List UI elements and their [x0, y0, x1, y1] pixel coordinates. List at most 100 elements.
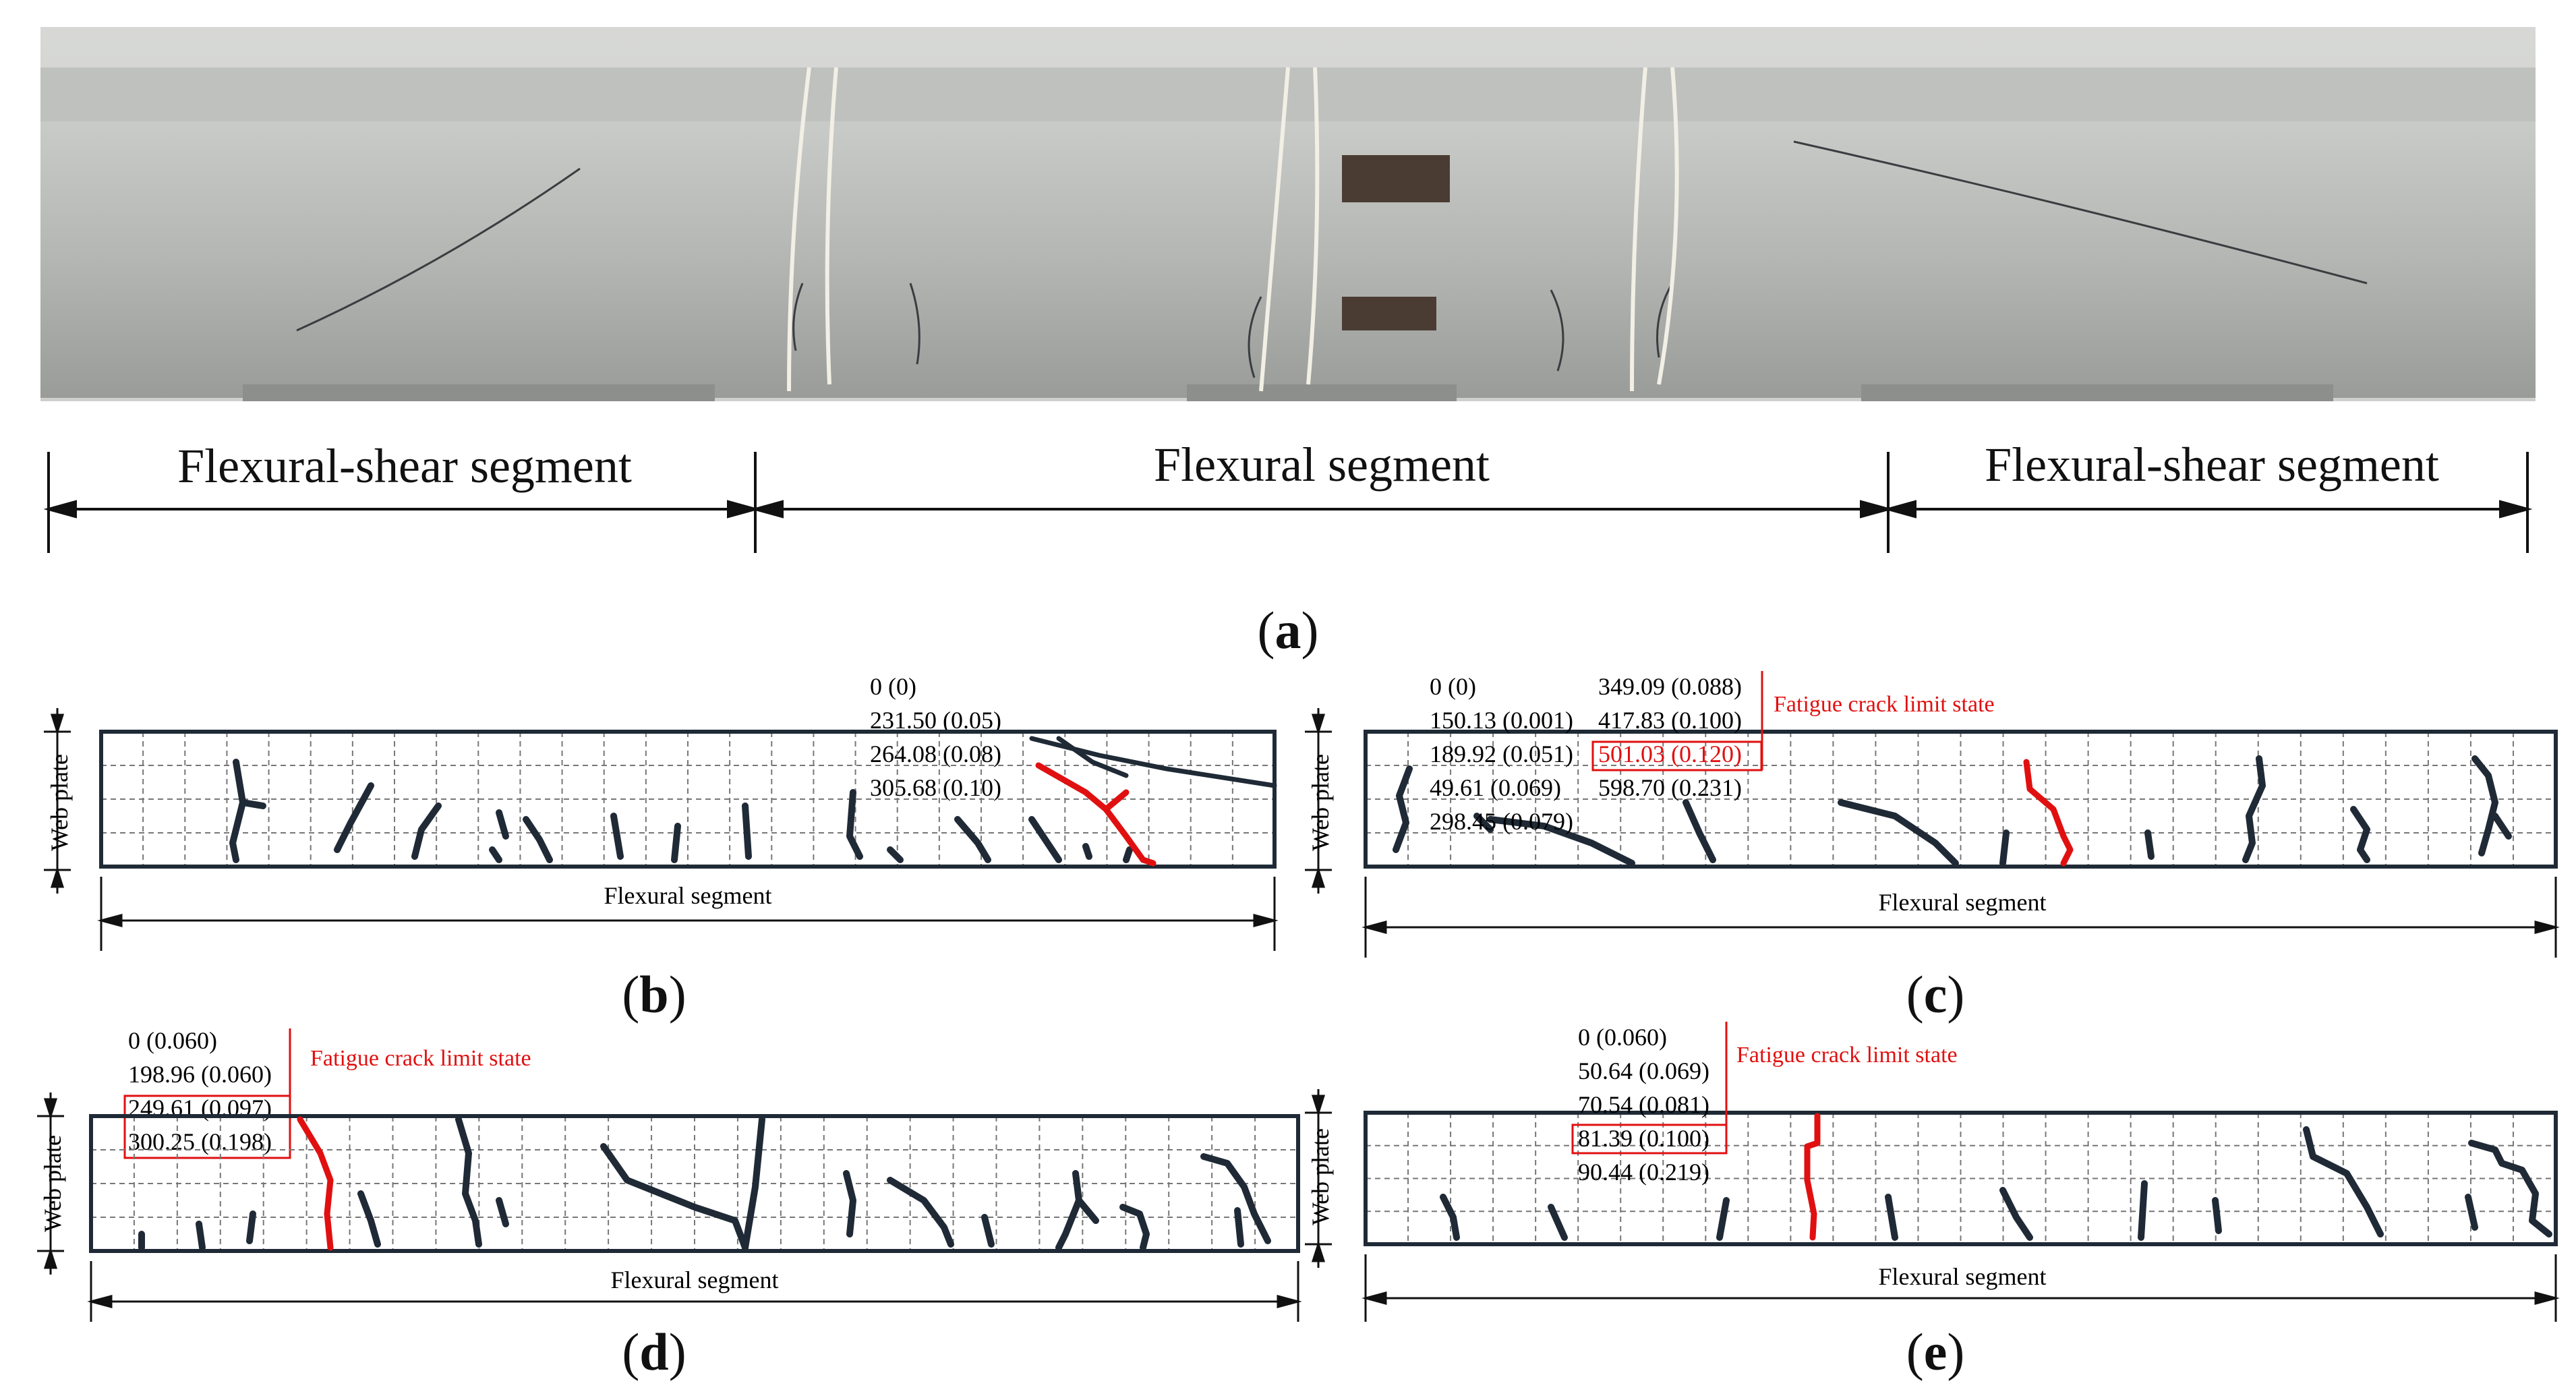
beam-frame — [89, 1114, 1300, 1253]
crack — [1999, 829, 2010, 867]
crack — [742, 803, 752, 860]
web-plate-label: Web plate — [1307, 1128, 1334, 1225]
crack — [1548, 1204, 1568, 1241]
cracks — [138, 1116, 1271, 1251]
load-value: 70.54 (0.081) — [1578, 1091, 1709, 1118]
grid — [1366, 1113, 2556, 1244]
crack — [1885, 1194, 1898, 1241]
flexural-segment-label: Flexural segment — [604, 882, 772, 909]
grid — [101, 732, 1275, 867]
beam-frame — [1364, 730, 2558, 869]
limit-crack — [1035, 762, 1157, 867]
crack — [843, 1170, 856, 1237]
web-plate-dimension — [1305, 708, 1332, 894]
flexural-segment-label: Flexural segment — [611, 1266, 779, 1293]
limit-crack — [1804, 1113, 1821, 1241]
crack — [1473, 813, 1494, 833]
crack — [671, 823, 681, 863]
limit-crack — [2023, 759, 2074, 867]
load-value: 231.50 (0.05) — [870, 707, 1001, 734]
crack — [239, 799, 266, 809]
load-value: 198.96 (0.060) — [128, 1061, 272, 1088]
crack — [1234, 1207, 1244, 1248]
crack — [981, 1214, 995, 1248]
load-list-right: 349.09 (0.088) 417.83 (0.100) 501.03 (0.… — [1598, 673, 1742, 801]
cracks — [1440, 1126, 2552, 1241]
load-value: 305.68 (0.10) — [870, 774, 1001, 801]
segment-label-left: Flexural-shear segment — [177, 439, 632, 493]
crack — [1487, 816, 1635, 867]
span-dimension — [87, 1261, 1301, 1322]
segment-dimension-lines — [43, 452, 2533, 553]
crack — [954, 816, 991, 863]
caption-b: (b) — [622, 965, 686, 1024]
span-dimension — [1362, 877, 2560, 958]
grid — [91, 1116, 1298, 1251]
crack — [1028, 816, 1062, 863]
load-value: 90.44 (0.219) — [1578, 1159, 1709, 1186]
limit-label: Fatigue crack limit state — [310, 1046, 531, 1071]
web-plate-dimension — [37, 1092, 64, 1275]
crack — [1082, 843, 1092, 860]
crack — [600, 1143, 749, 1251]
load-value: 49.61 (0.069) — [1430, 774, 1561, 801]
load-value: 81.39 (0.100) — [1578, 1125, 1709, 1152]
beam-photograph — [40, 27, 2536, 401]
cracks — [1393, 755, 2512, 867]
web-plate-dimension — [44, 708, 71, 894]
crack — [1682, 799, 1716, 863]
crack — [1123, 846, 1133, 863]
crack — [489, 846, 502, 863]
crack — [1029, 736, 1277, 788]
crack — [1055, 1170, 1082, 1251]
load-value: 0 (0) — [870, 673, 916, 700]
crack — [610, 813, 624, 860]
load-value: 0 (0.060) — [128, 1027, 217, 1054]
span-dimension — [97, 877, 1279, 951]
limit-crack-branch — [1103, 789, 1130, 813]
crack — [496, 809, 509, 840]
crack — [1716, 1197, 1730, 1241]
crack — [2350, 806, 2370, 863]
crack — [1440, 1194, 1460, 1241]
crack — [411, 803, 442, 860]
crack — [455, 1116, 482, 1248]
crack — [2138, 1180, 2148, 1241]
limit-label: Fatigue crack limit state — [1736, 1043, 1958, 1068]
crack — [1076, 1197, 1099, 1224]
crack — [334, 782, 374, 853]
crack — [846, 789, 863, 860]
caption-e: (e) — [1906, 1322, 1965, 1381]
limit-label: Fatigue crack limit state — [1774, 692, 1995, 717]
crack — [196, 1221, 206, 1251]
segment-label-middle: Flexural segment — [1154, 438, 1490, 492]
web-plate-label: Web plate — [46, 754, 73, 851]
load-list: 0 (0) 231.50 (0.05) 264.08 (0.08) 305.68… — [870, 673, 1001, 801]
crack-panel-c: Web plate 0 (0) 150.13 (0.001) 189.92 (0… — [1305, 671, 2560, 958]
cracks — [229, 759, 1133, 863]
crack — [2468, 1140, 2552, 1237]
load-value: 150.13 (0.001) — [1430, 707, 1573, 734]
caption-a: (a) — [1257, 601, 1319, 660]
load-value: 417.83 (0.100) — [1598, 707, 1742, 734]
crack — [887, 1177, 954, 1248]
load-value: 349.09 (0.088) — [1598, 673, 1742, 700]
crack — [229, 759, 246, 863]
crack-panel-e: Web plate 0 (0.060) 50.64 (0.069) 70.54 … — [1305, 1022, 2560, 1322]
limit-crack — [297, 1116, 334, 1251]
load-list: 0 (0.060) 50.64 (0.069) 70.54 (0.081) 81… — [1578, 1024, 1709, 1186]
crack-panel-d: Web plate 0 (0.060) 198.96 (0.060) 249.6… — [37, 1027, 1301, 1322]
web-plate-label: Web plate — [1307, 754, 1334, 851]
load-value: 298.45 (0.079) — [1430, 808, 1573, 835]
span-dimension — [1362, 1254, 2560, 1322]
crack — [523, 816, 553, 863]
crack — [246, 1211, 256, 1244]
crack — [2492, 813, 2512, 840]
crack — [1838, 799, 1959, 867]
segment-label-right: Flexural-shear segment — [1985, 438, 2439, 492]
beam-frame — [99, 730, 1277, 869]
crack — [2242, 755, 2266, 863]
crack — [1393, 765, 1413, 853]
load-value: 189.92 (0.051) — [1430, 740, 1573, 767]
web-plate-dimension — [1305, 1089, 1332, 1268]
